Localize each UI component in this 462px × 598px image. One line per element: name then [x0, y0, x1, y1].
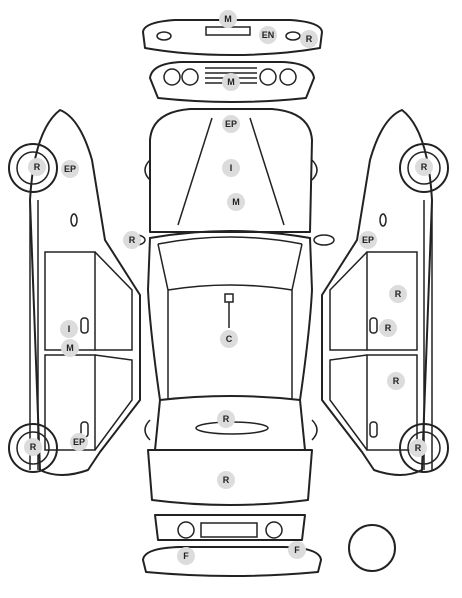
- marker-label: R: [395, 289, 402, 299]
- marker-label: EP: [362, 235, 374, 245]
- marker-label: R: [34, 162, 41, 172]
- marker-label: R: [129, 235, 136, 245]
- marker-left-door-i[interactable]: I: [60, 320, 78, 338]
- marker-label: R: [30, 442, 37, 452]
- marker-right-rear-wheel-r[interactable]: R: [409, 439, 427, 457]
- marker-label: R: [415, 443, 422, 453]
- marker-label: I: [68, 324, 71, 334]
- marker-label: M: [227, 77, 235, 87]
- marker-rear-right-f[interactable]: F: [288, 541, 306, 559]
- car-body-top: [126, 108, 335, 506]
- marker-front-bumper-r[interactable]: R: [300, 30, 318, 48]
- marker-label: R: [223, 414, 230, 424]
- right-side-view: [321, 109, 449, 476]
- marker-rear-glass-r[interactable]: R: [217, 410, 235, 428]
- marker-right-front-door-r[interactable]: R: [389, 285, 407, 303]
- marker-right-front-fender-ep[interactable]: EP: [359, 231, 377, 249]
- marker-label: M: [232, 197, 240, 207]
- marker-hood-m[interactable]: M: [227, 193, 245, 211]
- marker-label: EP: [64, 164, 76, 174]
- marker-left-door-m[interactable]: M: [61, 339, 79, 357]
- marker-left-front-fender-ep[interactable]: EP: [61, 160, 79, 178]
- marker-right-front-handle-r[interactable]: R: [379, 319, 397, 337]
- marker-label: F: [294, 545, 300, 555]
- marker-trunk-r[interactable]: R: [217, 471, 235, 489]
- marker-label: R: [223, 475, 230, 485]
- marker-label: EP: [225, 119, 237, 129]
- spare-wheel-circle: [348, 524, 396, 572]
- left-side-view: [8, 109, 141, 476]
- marker-label: R: [385, 323, 392, 333]
- marker-front-bumper-m[interactable]: M: [219, 10, 237, 28]
- marker-label: M: [66, 343, 74, 353]
- marker-label: EP: [73, 437, 85, 447]
- marker-label: R: [393, 376, 400, 386]
- marker-label: F: [183, 551, 189, 561]
- marker-label: M: [224, 14, 232, 24]
- marker-grille-m[interactable]: M: [222, 73, 240, 91]
- rear-bumper: [142, 514, 322, 577]
- marker-label: I: [230, 163, 233, 173]
- marker-hood-i[interactable]: I: [222, 159, 240, 177]
- marker-left-mirror-r[interactable]: R: [123, 231, 141, 249]
- marker-hood-ep[interactable]: EP: [222, 115, 240, 133]
- marker-rear-left-f[interactable]: F: [177, 547, 195, 565]
- marker-label: EN: [262, 30, 275, 40]
- marker-front-bumper-en[interactable]: EN: [259, 26, 277, 44]
- marker-left-rear-wheel-r[interactable]: R: [24, 438, 42, 456]
- marker-right-rear-door-r[interactable]: R: [387, 372, 405, 390]
- marker-left-front-wheel-r[interactable]: R: [28, 158, 46, 176]
- marker-label: R: [306, 34, 313, 44]
- marker-label: R: [421, 162, 428, 172]
- marker-roof-c[interactable]: C: [220, 330, 238, 348]
- marker-right-front-wheel-r[interactable]: R: [415, 158, 433, 176]
- marker-label: C: [226, 334, 233, 344]
- marker-left-rear-fender-ep[interactable]: EP: [70, 433, 88, 451]
